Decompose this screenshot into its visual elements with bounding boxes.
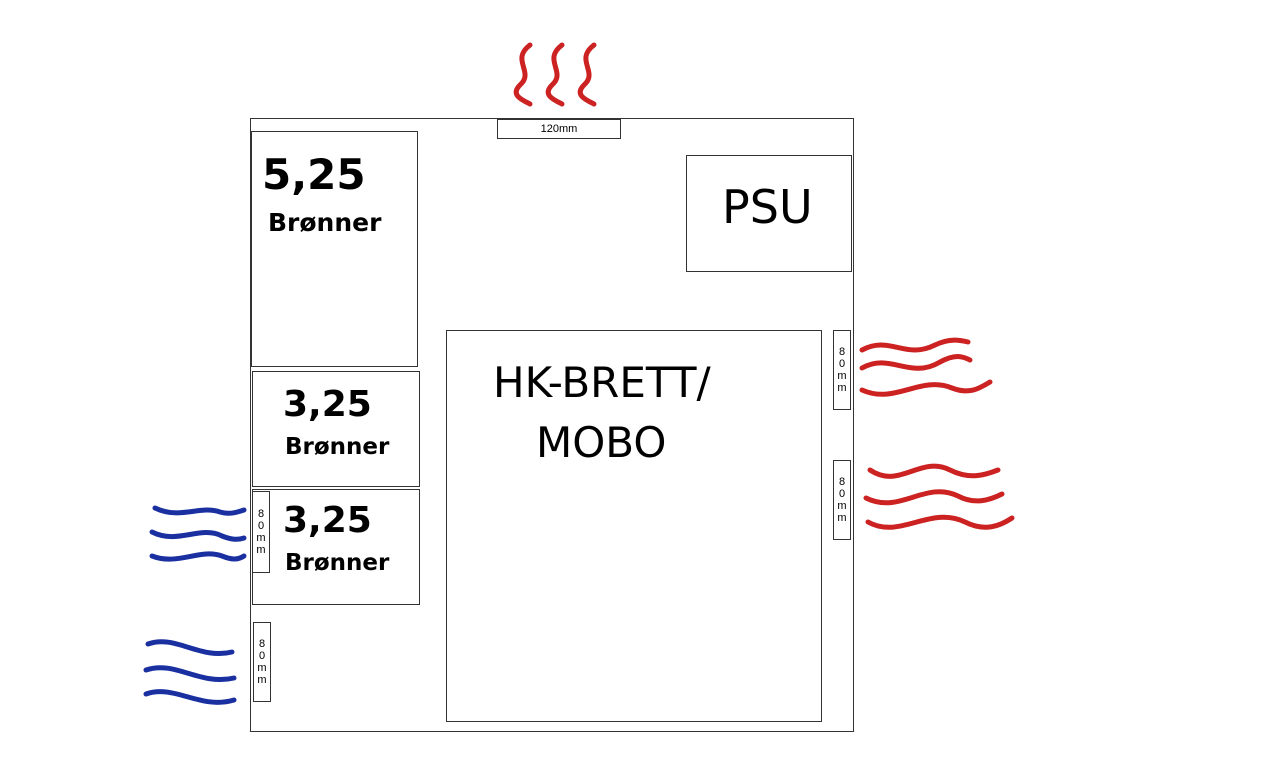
fan-char: 0	[257, 520, 265, 532]
top-fan-120mm: 120mm	[497, 119, 621, 139]
rear-lower-exhaust-waves	[863, 463, 1015, 530]
psu-box	[686, 155, 852, 272]
fan-char: m	[837, 512, 847, 524]
front-lower-intake-waves	[143, 639, 237, 705]
drive-525-size: 5,25	[262, 150, 366, 199]
fan-char: 0	[838, 488, 846, 500]
drive-35-a-size: 3,25	[283, 384, 372, 425]
fan-char: m	[257, 674, 267, 686]
fan-char: 8	[257, 508, 265, 520]
rear-fan-80mm-upper: 8 0 m m	[833, 330, 851, 410]
fan-char: 8	[258, 638, 266, 650]
drive-525-name: Brønner	[268, 208, 382, 237]
fan-char: m	[257, 662, 267, 674]
top-fan-label: 120mm	[540, 123, 578, 135]
front-fan-80mm-upper: 8 0 m m	[252, 491, 270, 573]
psu-label: PSU	[722, 180, 813, 234]
drive-35-b-size: 3,25	[283, 500, 372, 541]
fan-char: 0	[838, 358, 846, 370]
drive-bay-35-b	[252, 489, 420, 605]
drive-bay-35-a	[252, 371, 420, 487]
drive-35-a-name: Brønner	[285, 434, 390, 460]
motherboard-box	[446, 330, 822, 722]
fan-char: m	[256, 544, 266, 556]
fan-char: m	[837, 500, 847, 512]
drive-bay-525	[251, 131, 418, 367]
fan-char: 8	[838, 346, 846, 358]
fan-char: m	[837, 382, 847, 394]
front-fan-80mm-lower: 8 0 m m	[253, 622, 271, 702]
rear-upper-exhaust-waves	[859, 337, 993, 397]
fan-char: m	[256, 532, 266, 544]
fan-char: m	[837, 370, 847, 382]
mobo-label-line2: MOBO	[536, 418, 667, 467]
top-exhaust-waves	[513, 42, 597, 107]
front-upper-intake-waves	[149, 505, 247, 562]
rear-fan-80mm-lower: 8 0 m m	[833, 460, 851, 540]
fan-char: 8	[838, 476, 846, 488]
drive-35-b-name: Brønner	[285, 550, 390, 576]
fan-char: 0	[258, 650, 266, 662]
mobo-label-line1: HK-BRETT/	[493, 358, 711, 407]
